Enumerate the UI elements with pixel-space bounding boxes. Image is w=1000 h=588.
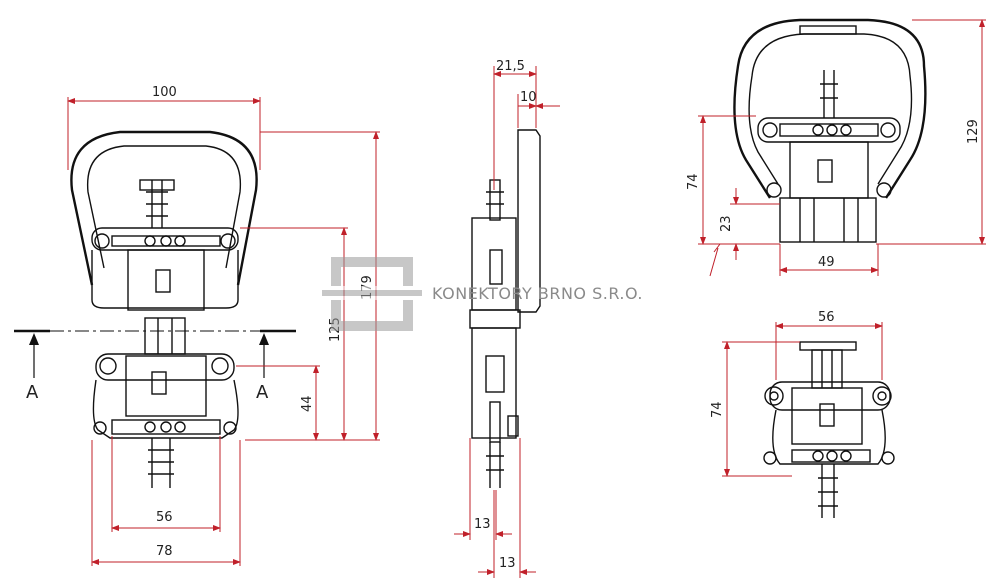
dim-bottom-right-width: 56 (818, 310, 835, 325)
dim-side-bottom-b: 13 (499, 556, 516, 571)
lower-connector (92, 353, 239, 488)
section-label-right: A (256, 382, 269, 403)
dim-front-inner-width: 56 (156, 510, 173, 525)
company-watermark-text: KONEKTORY BRNO S.R.O. (432, 284, 643, 303)
dim-side-bottom-a: 13 (474, 517, 491, 532)
dim-bottom-right-height: 74 (710, 401, 725, 418)
dim-front-width-top: 100 (152, 85, 177, 100)
upper-connector (91, 179, 239, 311)
dim-front-height-low: 44 (300, 395, 315, 412)
side-view: 21,5 10 13 13 (454, 59, 560, 578)
company-logo-watermark (322, 257, 422, 331)
dim-top-right-height-total: 129 (966, 119, 981, 144)
dim-top-right-height-small: 23 (719, 215, 734, 232)
dim-side-depth-plate: 10 (520, 90, 537, 105)
section-label-left: A (26, 382, 39, 403)
front-view: A A 100 179 125 44 56 78 (14, 85, 380, 566)
dim-side-depth-total: 21,5 (496, 59, 525, 74)
dim-top-right-width: 49 (818, 255, 835, 270)
dim-front-outer-width: 78 (156, 544, 173, 559)
dim-top-right-height-mid: 74 (686, 173, 701, 190)
bottom-right-view: 56 74 (710, 310, 895, 518)
top-right-view: 129 74 23 49 (686, 18, 986, 277)
